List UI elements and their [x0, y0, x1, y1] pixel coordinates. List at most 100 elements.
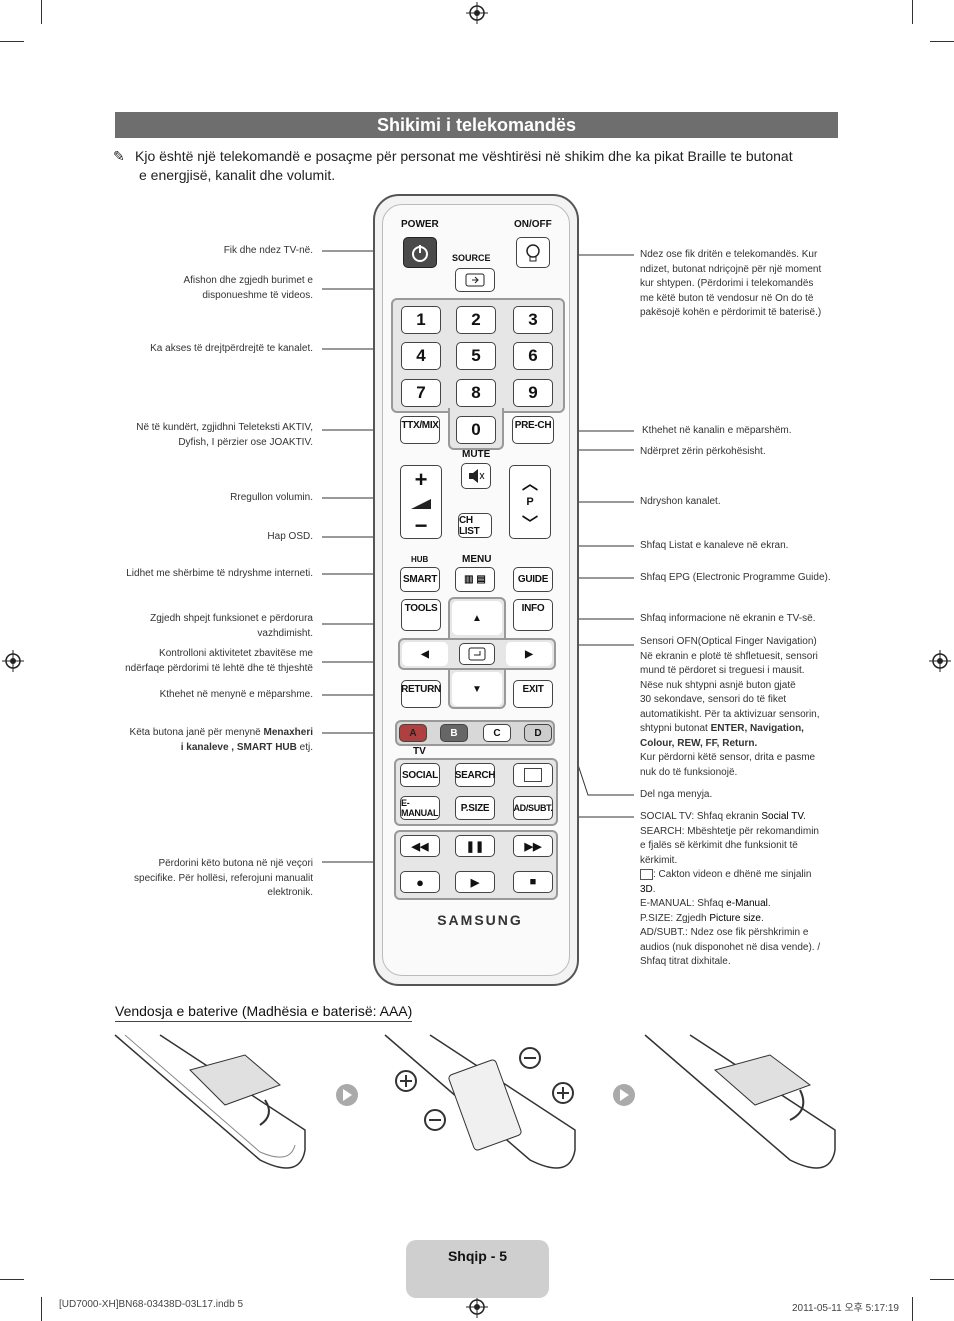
channel-rocker[interactable]: ︿ P ﹀	[509, 465, 551, 539]
3d-glasses-icon	[524, 768, 542, 782]
registration-mark-icon	[466, 1296, 488, 1318]
menu-icon: ▥ ▤	[464, 574, 486, 585]
nav-up-button[interactable]: ▲	[452, 601, 502, 635]
battery-section-title: Vendosja e baterive (Madhësia e baterisë…	[115, 1003, 413, 1022]
mute-icon	[469, 469, 485, 483]
mute-label: MUTE	[462, 449, 491, 460]
label-tools: Zgjedh shpejt funksionet e përdorura vaz…	[150, 613, 313, 639]
print-date: 2011-05-11 오후 5:17:19	[792, 1303, 899, 1314]
file-info: [UD7000-XH]BN68-03438D-03L17.indb 5	[59, 1299, 244, 1310]
label-info: Shfaq informacione në ekranin e TV-së.	[640, 613, 816, 624]
arrow-up-icon: ▲	[472, 612, 482, 624]
nav-right-button[interactable]: ▶	[506, 642, 552, 666]
3d-button[interactable]	[513, 763, 553, 787]
registration-mark-icon	[466, 2, 488, 24]
stop-icon: ■	[529, 876, 537, 888]
pre-ch-button[interactable]: PRE-CH	[512, 416, 554, 444]
tools-button[interactable]: TOOLS	[401, 599, 441, 631]
arrow-down-icon: ▼	[472, 683, 482, 695]
play-icon: ▶	[470, 876, 480, 889]
number-7-button[interactable]: 7	[401, 379, 441, 407]
label-exit: Del nga menyja.	[640, 789, 713, 800]
arrow-left-icon: ◀	[421, 648, 429, 660]
label-navigation: Kontrolloni aktivitetet zbavitëse me ndë…	[125, 648, 313, 674]
nav-left-button[interactable]: ◀	[402, 642, 448, 666]
registration-mark-icon	[929, 650, 951, 672]
nav-down-button[interactable]: ▼	[452, 672, 502, 706]
label-smart-buttons: SOCIAL TV: Shfaq ekranin Social TV. SEAR…	[640, 811, 821, 967]
number-2-button[interactable]: 2	[456, 306, 496, 334]
guide-button[interactable]: GUIDE	[513, 567, 553, 592]
battery-step-2-illustration	[384, 1034, 576, 1169]
onoff-label: ON/OFF	[514, 219, 552, 230]
fast-forward-icon: ▶▶	[524, 840, 542, 853]
power-label: POWER	[401, 219, 439, 230]
label-guide: Shfaq EPG (Electronic Programme Guide).	[640, 572, 831, 583]
channel-down-icon: ﹀	[521, 516, 538, 533]
return-button[interactable]: RETURN	[401, 680, 441, 708]
samsung-logo: SAMSUNG	[437, 912, 523, 928]
label-color-buttons: Këta butona janë për menynë Menaxheri i …	[129, 727, 313, 753]
3d-icon	[640, 868, 653, 880]
power-button[interactable]	[403, 237, 437, 268]
menu-button[interactable]: ▥ ▤	[455, 567, 495, 592]
number-4-button[interactable]: 4	[401, 342, 441, 370]
note-line-1: Kjo është një telekomandë e posaçme për …	[135, 148, 793, 164]
number-5-button[interactable]: 5	[456, 342, 496, 370]
play-button[interactable]: ▶	[455, 871, 495, 893]
label-numbers: Ka akses të drejtpërdrejtë te kanalet.	[150, 343, 313, 354]
label-ofn: Sensori OFN(Optical Finger Navigation) N…	[640, 636, 820, 778]
crop-mark	[41, 1297, 42, 1321]
crop-mark	[41, 0, 42, 24]
number-6-button[interactable]: 6	[513, 342, 553, 370]
source-button[interactable]	[455, 268, 495, 292]
label-volume: Rregullon volumin.	[230, 492, 313, 503]
label-chlist: Shfaq Listat e kanaleve në ekran.	[640, 540, 789, 551]
record-button[interactable]: ●	[400, 871, 440, 893]
registration-mark-icon	[2, 650, 24, 672]
enter-button[interactable]	[459, 643, 495, 665]
stop-button[interactable]: ■	[513, 871, 553, 893]
channel-up-icon: ︿	[521, 476, 538, 493]
label-prech: Kthehet në kanalin e mëparshëm.	[642, 425, 792, 436]
onoff-light-button[interactable]	[516, 237, 550, 268]
number-9-button[interactable]: 9	[513, 379, 553, 407]
volume-ramp-icon	[411, 499, 431, 509]
social-tv-button[interactable]: SOCIAL	[400, 763, 440, 787]
number-0-button[interactable]: 0	[456, 416, 496, 444]
volume-down-icon: −	[414, 513, 428, 538]
ch-list-button[interactable]: CH LIST	[458, 513, 492, 538]
info-button[interactable]: INFO	[513, 599, 553, 631]
enter-icon	[468, 647, 486, 661]
rewind-button[interactable]: ◀◀	[400, 835, 440, 857]
label-source: Afishon dhe zgjedh burimet e disponueshm…	[183, 275, 313, 301]
battery-step-1-illustration	[114, 1034, 306, 1169]
green-b-button[interactable]: B	[440, 724, 468, 742]
mute-button[interactable]	[461, 463, 491, 489]
red-a-button[interactable]: A	[399, 724, 427, 742]
fast-forward-button[interactable]: ▶▶	[513, 835, 553, 857]
number-3-button[interactable]: 3	[513, 306, 553, 334]
label-return: Kthehet në menynë e mëparshme.	[159, 689, 313, 700]
light-bulb-icon	[526, 243, 540, 261]
blue-d-button[interactable]: D	[524, 724, 552, 742]
ttx-mix-button[interactable]: TTX/MIX	[400, 416, 440, 444]
volume-up-icon: +	[414, 467, 428, 492]
crop-mark	[930, 41, 954, 42]
crop-mark	[912, 1297, 913, 1321]
label-channel: Ndryshon kanalet.	[640, 496, 721, 507]
search-button[interactable]: SEARCH	[455, 763, 496, 787]
number-8-button[interactable]: 8	[456, 379, 496, 407]
exit-button[interactable]: EXIT	[513, 680, 553, 708]
smart-hub-button[interactable]: SMART	[400, 567, 440, 592]
yellow-c-button[interactable]: C	[483, 724, 511, 742]
volume-rocker[interactable]: + −	[400, 465, 442, 539]
rewind-icon: ◀◀	[411, 840, 429, 853]
e-manual-button[interactable]: E-MANUAL	[400, 796, 440, 820]
p-size-button[interactable]: P.SIZE	[455, 796, 495, 820]
ad-subt-button[interactable]: AD/SUBT.	[513, 796, 553, 820]
crop-mark	[912, 0, 913, 24]
pause-button[interactable]: ❚❚	[455, 835, 495, 857]
number-1-button[interactable]: 1	[401, 306, 441, 334]
label-power: Fik dhe ndez TV-në.	[223, 245, 313, 256]
